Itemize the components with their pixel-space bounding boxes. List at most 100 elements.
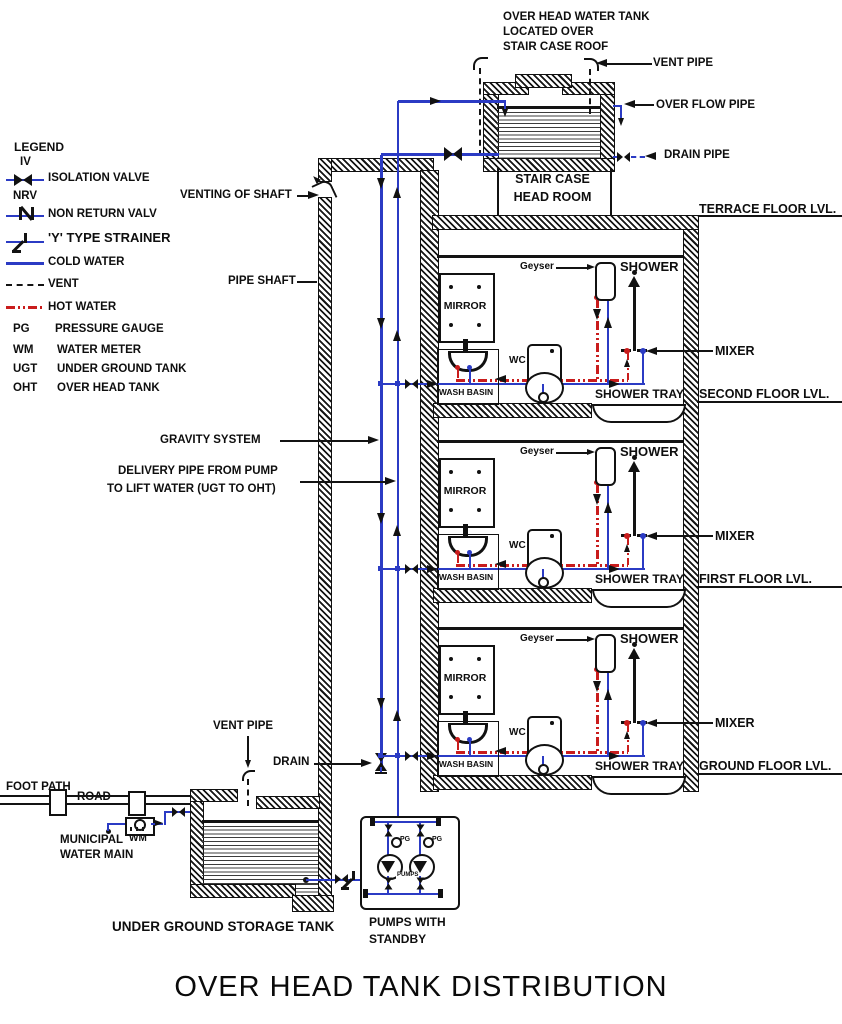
- valve-icon: [171, 807, 185, 817]
- vent-pipe-label: VENT PIPE: [213, 720, 274, 732]
- wc-trap: [538, 764, 549, 775]
- diagram-title: OVER HEAD TANK DISTRIBUTION: [174, 971, 668, 1003]
- valve-icon: [416, 878, 425, 890]
- floor-level-line: [697, 773, 842, 775]
- shower-label: SHOWER: [620, 631, 679, 646]
- oht-drain-pipe: [613, 156, 620, 158]
- legend-vent-label: VENT: [48, 278, 79, 290]
- valve-icon: [617, 151, 630, 162]
- manifold-cap: [436, 817, 441, 826]
- mirror-dot: [477, 323, 481, 327]
- flow-arrow: [155, 819, 163, 826]
- ugt-top-footing: [190, 789, 238, 802]
- geyser-label: Geyser: [520, 633, 554, 644]
- wc-label: WC: [509, 355, 526, 366]
- road-curb-block: [128, 791, 146, 816]
- leader-arrow: [646, 346, 657, 355]
- shower-head-icon: [628, 461, 640, 472]
- basin-cold-tap-pipe: [469, 369, 471, 383]
- wc-supply-stub: [541, 569, 544, 578]
- ugt-water-surface: [202, 820, 318, 823]
- mirror-dot: [449, 657, 453, 661]
- gravity-pipe: [380, 155, 383, 767]
- legend-oht-label: OVER HEAD TANK: [57, 382, 160, 394]
- pump-bottom-manifold: [367, 893, 440, 895]
- shower-tray-label: SHOWER TRAY: [595, 572, 684, 586]
- flow-arrow: [495, 375, 506, 383]
- geyser: [595, 634, 616, 673]
- leader-line: [556, 639, 590, 641]
- flow-arrow: [592, 309, 601, 320]
- pump-branch-pipe: [387, 823, 389, 856]
- gravity-system-label: GRAVITY SYSTEM: [160, 434, 261, 446]
- leader-arrow: [587, 635, 595, 642]
- mirror-dot: [449, 323, 453, 327]
- tap-dot: [467, 737, 472, 742]
- building-right-wall: [683, 215, 699, 792]
- wash-basin-counter: [437, 349, 499, 405]
- municipal-label-2: WATER MAIN: [60, 849, 134, 861]
- tap-dot: [454, 550, 460, 555]
- basin-stem: [463, 339, 468, 351]
- geyser-cold-pipe: [607, 299, 609, 384]
- leader-arrow: [646, 718, 657, 727]
- mixer-label: MIXER: [715, 529, 755, 543]
- terrace-slab: [432, 215, 699, 230]
- valve-icon: [404, 564, 418, 574]
- pressure-gauge-icon: [391, 837, 402, 848]
- ugt-bottom-slab: [190, 884, 296, 898]
- leader-line: [280, 440, 372, 442]
- y-strainer-icon: [341, 887, 349, 890]
- legend-cold-label: COLD WATER: [48, 256, 125, 268]
- flow-arrow: [376, 178, 385, 189]
- municipal-pipe: [107, 824, 109, 831]
- geyser-hot-pipe: [596, 299, 599, 380]
- pumps-label-2: STANDBY: [369, 932, 427, 946]
- leader-line: [651, 350, 713, 352]
- leader-line: [297, 281, 317, 283]
- leader-arrow: [368, 436, 379, 444]
- mixer-cold-pipe: [642, 351, 644, 384]
- floor-level-line: [697, 401, 842, 403]
- delivery-pipe: [396, 101, 399, 822]
- flow-arrow: [592, 681, 601, 692]
- wash-basin-label: WASH BASIN: [438, 387, 494, 397]
- wc-label: WC: [509, 540, 526, 551]
- mixer-cold-dot: [639, 532, 646, 539]
- floor-slab: [433, 775, 592, 790]
- mirror-dot: [477, 508, 481, 512]
- junction-dot: [378, 753, 383, 758]
- geyser: [595, 447, 616, 486]
- shower-pipe: [632, 659, 636, 723]
- wc-trap: [538, 577, 549, 588]
- mirror-dot: [477, 470, 481, 474]
- shower-head-icon: [628, 648, 640, 659]
- pump-impeller-icon: [413, 861, 427, 873]
- municipal-pipe: [164, 812, 166, 825]
- flow-arrow: [393, 710, 401, 721]
- junction-dot: [395, 566, 400, 571]
- pipe-end-dot: [106, 829, 111, 834]
- isolation-valve-icon: [334, 873, 348, 885]
- oht-outlet-pipe: [381, 153, 499, 156]
- shaft-top-slab: [318, 158, 434, 172]
- oht-water: [497, 108, 600, 160]
- valve-icon: [384, 878, 393, 890]
- room-ceiling-line: [437, 255, 683, 258]
- flow-arrow: [609, 751, 620, 760]
- legend-title: LEGEND: [14, 140, 65, 154]
- leader-arrow: [645, 152, 656, 160]
- junction-dot: [378, 566, 383, 571]
- isolation-valve-icon: [14, 173, 32, 187]
- tap-dot: [454, 737, 460, 742]
- check-valve-icon: [416, 825, 425, 837]
- leader-arrow: [646, 531, 657, 540]
- mirror-dot: [449, 508, 453, 512]
- floor-level-label: SECOND FLOOR LVL.: [699, 387, 830, 401]
- mirror-dot: [449, 470, 453, 474]
- y-strainer-icon: [352, 871, 355, 880]
- wash-basin-label: WASH BASIN: [438, 572, 494, 582]
- legend-ugt-label: UNDER GROUND TANK: [57, 363, 187, 375]
- geyser-hot-pipe: [596, 671, 599, 752]
